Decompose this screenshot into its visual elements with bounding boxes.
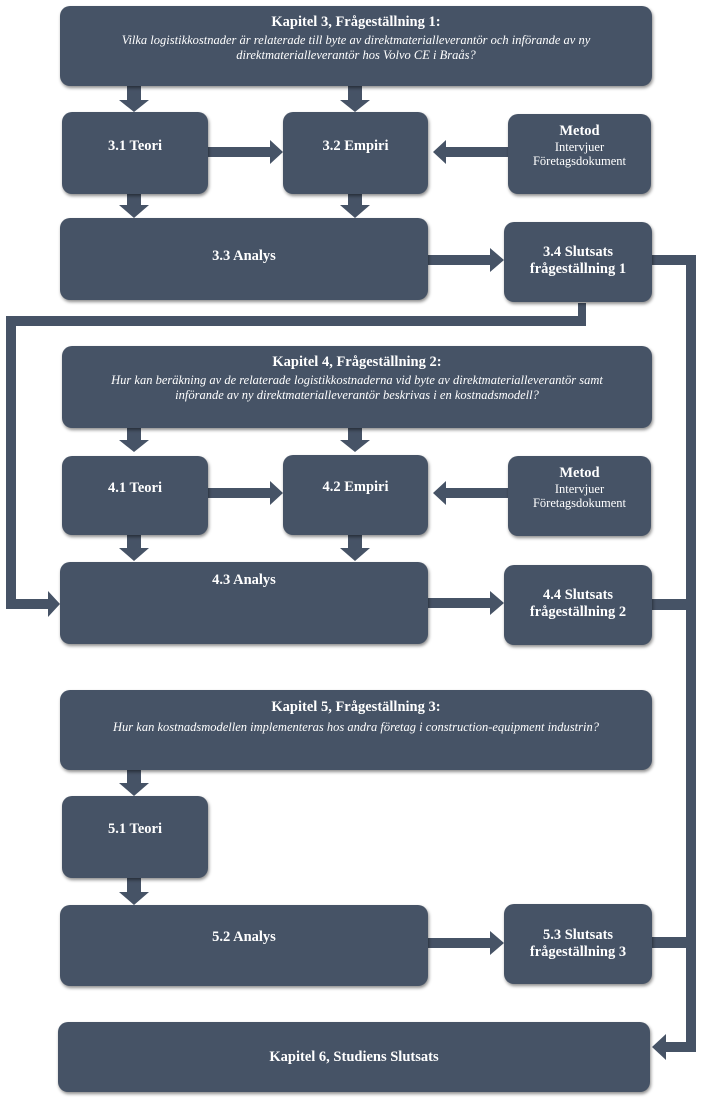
chapter5-question-box: Kapitel 5, Frågeställning 3: Hur kan kos…	[60, 690, 652, 770]
chapter4-question-box: Kapitel 4, Frågeställning 2: Hur kan ber…	[62, 346, 652, 428]
arrow-method3-to-empirics3	[433, 140, 508, 164]
arrow-q3-to-theory	[119, 770, 149, 796]
arrow-analysis5-to-conclusion5	[428, 931, 504, 955]
connector-conclusion5-to-right	[652, 937, 688, 948]
arrow-empirics4-to-analysis4	[340, 535, 370, 561]
connector-right-to-chapter6	[652, 255, 696, 1060]
conclusion-5-3-line2: frågeställning 3	[529, 944, 627, 960]
theory-5-1-label: 5.1 Teori	[108, 821, 162, 837]
chapter3-question-line2: direktmaterialleverantör hos Volvo CE i …	[236, 48, 476, 62]
analysis-4-3-label: 4.3 Analys	[212, 572, 276, 588]
empirics-3-2-box: 3.2 Empiri	[283, 112, 428, 194]
conclusion-5-3-box: 5.3 Slutsats frågeställning 3	[504, 904, 652, 984]
chapter4-question-line1: Hur kan beräkning av de relaterade logis…	[111, 373, 603, 387]
arrow-theory3-to-empirics3	[208, 140, 283, 164]
analysis-3-3-label: 3.3 Analys	[212, 248, 276, 264]
arrow-q1-to-empirics	[340, 86, 370, 112]
conclusion-3-4-line2: frågeställning 1	[529, 261, 627, 277]
arrow-q2-to-empirics	[340, 428, 370, 452]
method-3-line1: Intervjuer	[554, 140, 605, 154]
theory-4-1-box: 4.1 Teori	[62, 456, 208, 535]
chapter4-question-line2: införande av ny direktmaterialleverantör…	[175, 388, 539, 402]
theory-3-1-box: 3.1 Teori	[62, 112, 208, 194]
conclusion-4-4-line1: 4.4 Slutsats	[542, 587, 614, 603]
analysis-5-2-label: 5.2 Analys	[212, 929, 276, 945]
method-3-title: Metod	[559, 123, 600, 139]
connector-conclusion4-to-right	[652, 599, 688, 610]
theory-4-1-label: 4.1 Teori	[108, 480, 162, 496]
conclusion-4-4-line2: frågeställning 2	[529, 604, 627, 620]
method-4-title: Metod	[559, 465, 600, 481]
method-4-box: Metod Intervjuer Företagsdokument	[508, 456, 651, 536]
arrow-theory4-to-analysis4	[119, 535, 149, 561]
conclusion-5-3-line1: 5.3 Slutsats	[542, 927, 614, 943]
chapter5-title: Kapitel 5, Frågeställning 3:	[271, 699, 441, 715]
chapter4-title: Kapitel 4, Frågeställning 2:	[272, 354, 442, 370]
chapter6-box: Kapitel 6, Studiens Slutsats	[58, 1022, 650, 1092]
chapter3-question-line1: Vilka logistikkostnader är relaterade ti…	[121, 33, 591, 47]
chapter5-question-line1: Hur kan kostnadsmodellen implementeras h…	[113, 720, 599, 734]
analysis-3-3-box: 3.3 Analys	[60, 218, 428, 300]
chapter6-title: Kapitel 6, Studiens Slutsats	[269, 1048, 439, 1065]
method-3-line2: Företagsdokument	[532, 154, 627, 168]
conclusion-3-4-line1: 3.4 Slutsats	[542, 244, 614, 260]
arrow-theory3-to-analysis3	[119, 194, 149, 218]
analysis-5-2-box: 5.2 Analys	[60, 905, 428, 986]
arrow-theory5-to-analysis5	[119, 878, 149, 905]
method-4-line1: Intervjuer	[554, 482, 605, 496]
empirics-4-2-label: 4.2 Empiri	[322, 479, 389, 495]
theory-5-1-box: 5.1 Teori	[62, 796, 208, 878]
empirics-4-2-box: 4.2 Empiri	[283, 455, 428, 535]
method-3-box: Metod Intervjuer Företagsdokument	[508, 114, 651, 194]
method-4-line2: Företagsdokument	[532, 496, 627, 510]
arrow-analysis4-to-conclusion4	[428, 591, 504, 615]
arrow-method4-to-empirics4	[433, 481, 508, 505]
arrow-empirics3-to-analysis3	[340, 194, 370, 218]
theory-3-1-label: 3.1 Teori	[108, 138, 162, 154]
analysis-4-3-box: 4.3 Analys	[60, 562, 428, 644]
arrow-theory4-to-empirics4	[208, 481, 283, 505]
arrow-q1-to-theory	[119, 86, 149, 112]
chapter3-title: Kapitel 3, Frågeställning 1:	[271, 14, 441, 30]
conclusion-3-4-box: 3.4 Slutsats frågeställning 1	[504, 222, 652, 302]
conclusion-4-4-box: 4.4 Slutsats frågeställning 2	[504, 565, 652, 645]
arrow-q2-to-theory	[119, 428, 149, 452]
arrow-analysis3-to-conclusion3	[428, 248, 504, 272]
empirics-3-2-label: 3.2 Empiri	[322, 138, 389, 154]
chapter3-question-box: Kapitel 3, Frågeställning 1: Vilka logis…	[60, 6, 652, 86]
